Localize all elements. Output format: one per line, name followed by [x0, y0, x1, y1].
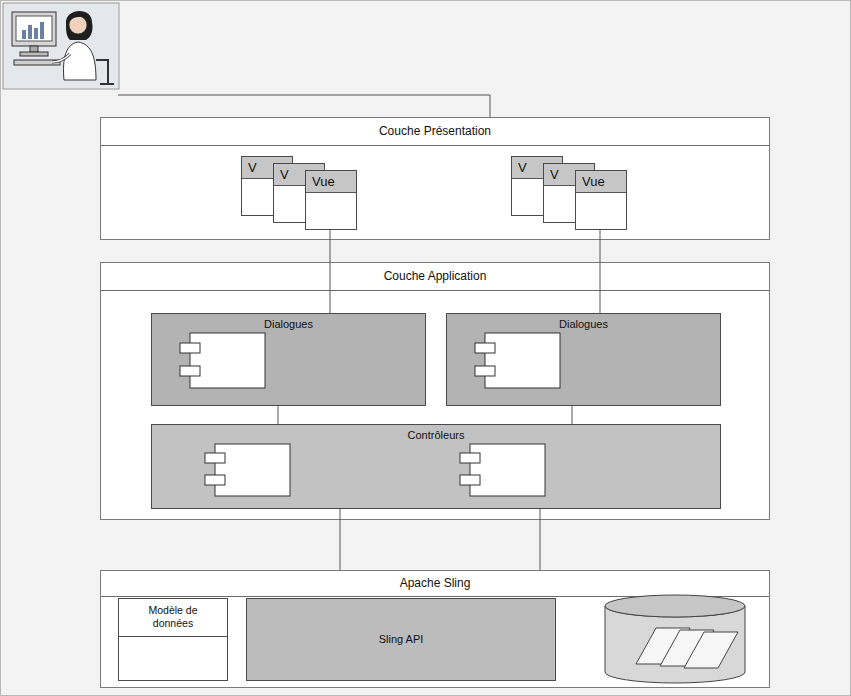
- box-label: V: [512, 157, 533, 178]
- view-box: Vue: [305, 170, 357, 230]
- component-symbol: [205, 444, 290, 496]
- box-label: Vue: [576, 171, 611, 192]
- dialog-box: Dialogues: [151, 313, 426, 406]
- box-label: Dialogues: [152, 314, 425, 331]
- layer-band: Couche PrésentationVVVueVVVue: [100, 117, 770, 240]
- layer-band: Apache SlingModèle de données Sling API: [100, 570, 770, 688]
- database-symbol: [605, 595, 745, 683]
- component-symbol: [460, 444, 545, 496]
- box-label: V: [242, 157, 263, 178]
- layer-title: Couche Application: [101, 263, 769, 290]
- component-symbol: [180, 333, 265, 388]
- box-label: Modèle de données: [119, 599, 227, 637]
- connector-line: [540, 509, 541, 570]
- user-icon: [3, 3, 119, 89]
- box-label: Vue: [306, 171, 341, 192]
- user-link-line: [118, 95, 490, 117]
- data-model-box: Modèle de données: [118, 598, 228, 681]
- box-label: V: [544, 164, 565, 185]
- box-label: Sling API: [247, 599, 555, 680]
- layer-title: Apache Sling: [101, 571, 769, 596]
- connector-line: [330, 230, 331, 313]
- layer-band: Couche ApplicationDialogues DialoguesCont…: [100, 262, 770, 520]
- controller-box: Contrôleurs: [151, 424, 721, 509]
- box-label: V: [274, 164, 295, 185]
- connector-line: [340, 509, 341, 570]
- api-box: Sling API: [246, 598, 556, 681]
- connector-line: [278, 406, 279, 424]
- box-label: Contrôleurs: [152, 425, 720, 442]
- view-box: Vue: [575, 170, 627, 230]
- connector-line: [600, 230, 601, 313]
- dialog-box: Dialogues: [446, 313, 721, 406]
- connector-line: [572, 406, 573, 424]
- component-symbol: [475, 333, 560, 388]
- box-label: Dialogues: [447, 314, 720, 331]
- layer-title: Couche Présentation: [101, 118, 769, 145]
